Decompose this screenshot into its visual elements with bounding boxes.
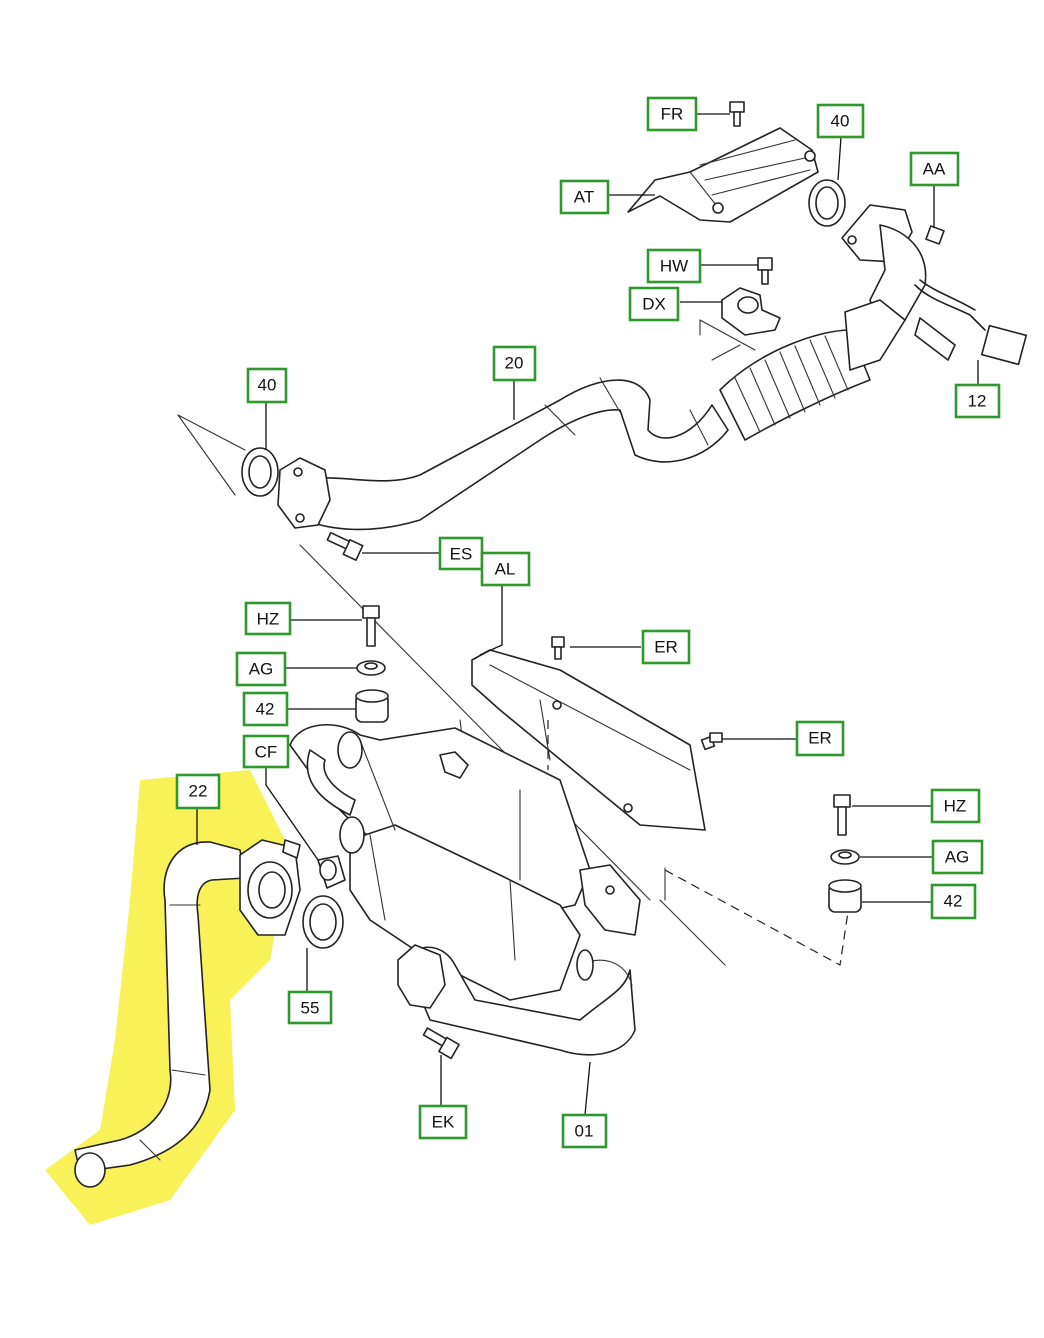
svg-text:ES: ES [450, 545, 473, 564]
gasket-55 [302, 895, 344, 949]
svg-text:HZ: HZ [257, 610, 280, 629]
label-22: 22 [175, 773, 221, 810]
isolator-42-left [355, 689, 389, 723]
svg-text:AT: AT [574, 188, 594, 207]
nut-aa [925, 225, 945, 245]
svg-text:AA: AA [923, 160, 946, 179]
isolator-42-right [828, 879, 862, 913]
gasket-40-top [808, 179, 846, 227]
svg-text:22: 22 [189, 782, 208, 801]
label-42-right: 42 [930, 883, 977, 920]
svg-text:EK: EK [432, 1113, 455, 1132]
label-hz-left: HZ [244, 601, 292, 636]
heat-shield-at [627, 127, 819, 223]
svg-text:42: 42 [256, 700, 275, 719]
gasket-40-left [241, 447, 279, 497]
svg-text:ER: ER [808, 729, 832, 748]
svg-text:12: 12 [968, 392, 987, 411]
label-01: 01 [561, 1113, 608, 1149]
label-cf: CF [242, 734, 290, 769]
bolt-er-top [551, 636, 565, 660]
heat-shield-al [459, 649, 706, 831]
bolt-hz-right [833, 794, 851, 836]
washer-ag-right [830, 849, 860, 865]
label-fr: FR [646, 96, 698, 132]
label-ek: EK [418, 1104, 468, 1140]
svg-text:42: 42 [944, 892, 963, 911]
label-ag-left: AG [235, 651, 287, 687]
svg-text:AL: AL [495, 560, 516, 579]
label-ag-right: AG [931, 839, 984, 875]
hanger-guide-center [659, 867, 726, 966]
muffler-01 [289, 724, 641, 1056]
tailpipe-22 [74, 839, 301, 1188]
clamp-cf [317, 855, 346, 889]
label-aa: AA [909, 151, 960, 187]
svg-text:HZ: HZ [944, 797, 967, 816]
bracket-guide-lines [699, 319, 756, 361]
label-dx: DX [628, 286, 680, 322]
svg-text:40: 40 [258, 376, 277, 395]
leader-lines [196, 113, 979, 1116]
label-er-mid: ER [795, 720, 845, 757]
label-55: 55 [287, 990, 333, 1025]
bolt-fr [729, 101, 745, 127]
svg-text:CF: CF [255, 743, 278, 762]
label-at: AT [559, 179, 610, 215]
label-20: 20 [492, 345, 537, 382]
hanger-guide-right [664, 869, 849, 966]
bolt-es [326, 531, 364, 562]
label-40-top: 40 [816, 103, 865, 139]
label-42-left: 42 [242, 691, 289, 727]
label-12: 12 [954, 383, 1001, 419]
svg-text:DX: DX [642, 295, 666, 314]
svg-text:55: 55 [301, 999, 320, 1018]
bolt-hz-left [362, 605, 380, 647]
svg-text:FR: FR [661, 105, 684, 124]
svg-text:AG: AG [945, 848, 970, 867]
flex-pipe [719, 299, 906, 441]
svg-text:01: 01 [575, 1122, 594, 1141]
svg-text:HW: HW [660, 257, 688, 276]
svg-text:20: 20 [505, 354, 524, 373]
washer-ag-left [356, 660, 386, 676]
gasket-guide-lines [177, 414, 246, 496]
label-40-left: 40 [246, 367, 288, 404]
bolt-ek [422, 1027, 460, 1060]
label-hz-right: HZ [930, 788, 981, 824]
svg-text:40: 40 [831, 112, 850, 131]
label-al: AL [480, 551, 531, 587]
bracket-dx [721, 287, 781, 336]
oxygen-sensor-12 [914, 279, 1028, 366]
bolt-er-mid [700, 732, 723, 751]
svg-text:ER: ER [654, 638, 678, 657]
label-er-top: ER [641, 629, 691, 665]
label-es: ES [438, 536, 484, 571]
label-hw: HW [646, 248, 702, 284]
svg-text:AG: AG [249, 660, 274, 679]
pipe-20 [277, 377, 729, 531]
alignment-line-diagonal [299, 544, 651, 901]
bolt-hw [757, 257, 773, 285]
